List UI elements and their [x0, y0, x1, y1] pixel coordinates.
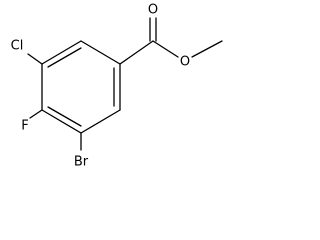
- chemical-structure-diagram: O O Cl F Br: [11, 3, 223, 170]
- bond-ring-to-chlorine: [27, 53, 43, 65]
- ring-bond-c2-c3: [80, 109, 121, 134]
- fluorine-label: F: [21, 119, 28, 134]
- bromine-label: Br: [74, 155, 89, 170]
- ring-bond-c3-c4: [41, 109, 82, 134]
- ring-bond-c5-c6: [41, 40, 82, 65]
- ester-oxygen-label: O: [180, 55, 190, 70]
- ring-bond-c6-c1: [80, 40, 121, 65]
- chlorine-label: Cl: [11, 39, 24, 54]
- bond-ring-to-carbonyl-carbon: [119, 40, 154, 65]
- ring-double-bond-c5-c6: [47, 47, 82, 68]
- carbonyl-oxygen-label: O: [148, 3, 158, 18]
- benzene-ring: [41, 40, 121, 134]
- bond-ring-to-fluorine: [29, 109, 43, 119]
- bond-ester-oxygen-to-methyl: [191, 40, 223, 58]
- ring-double-bond-c3-c4: [47, 106, 82, 127]
- methyl-ester-group: [119, 17, 223, 65]
- bond-carbonyl-to-ester-oxygen: [152, 40, 179, 58]
